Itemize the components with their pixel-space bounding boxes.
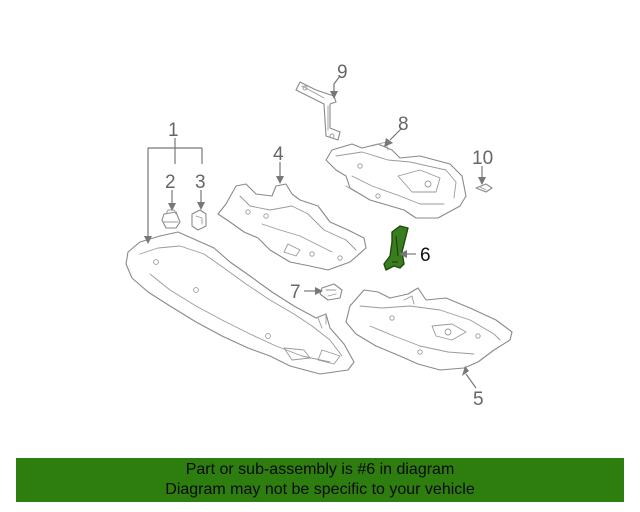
callout-1: 1 (168, 120, 179, 141)
part-10-clip[interactable] (475, 183, 493, 193)
callout-4: 4 (273, 144, 284, 165)
part-3-clip[interactable] (191, 209, 207, 231)
part-2-fastener[interactable] (161, 209, 181, 229)
callout-8: 8 (398, 114, 409, 135)
callout-7: 7 (290, 282, 301, 303)
part-1-front-shield[interactable] (125, 231, 355, 375)
callout-6: 6 (420, 245, 431, 266)
callout-5: 5 (473, 389, 484, 410)
part-5-shield[interactable] (345, 287, 513, 371)
part-8-shield[interactable] (325, 141, 467, 219)
part-6-air-duct[interactable] (383, 225, 409, 271)
callout-2: 2 (165, 172, 176, 193)
info-banner: Part or sub-assembly is #6 in diagram Di… (16, 458, 624, 502)
callout-9: 9 (337, 62, 348, 83)
callout-10: 10 (472, 148, 493, 169)
banner-line-1: Part or sub-assembly is #6 in diagram (185, 461, 455, 478)
banner-line-2: Diagram may not be specific to your vehi… (165, 481, 475, 498)
leader-lines (144, 75, 486, 389)
part-4-shield[interactable] (217, 183, 367, 271)
part-7-clip[interactable] (319, 283, 343, 301)
parts-diagram: 1 2 3 4 9 8 10 6 7 5 (125, 62, 513, 410)
callout-3: 3 (195, 172, 206, 193)
